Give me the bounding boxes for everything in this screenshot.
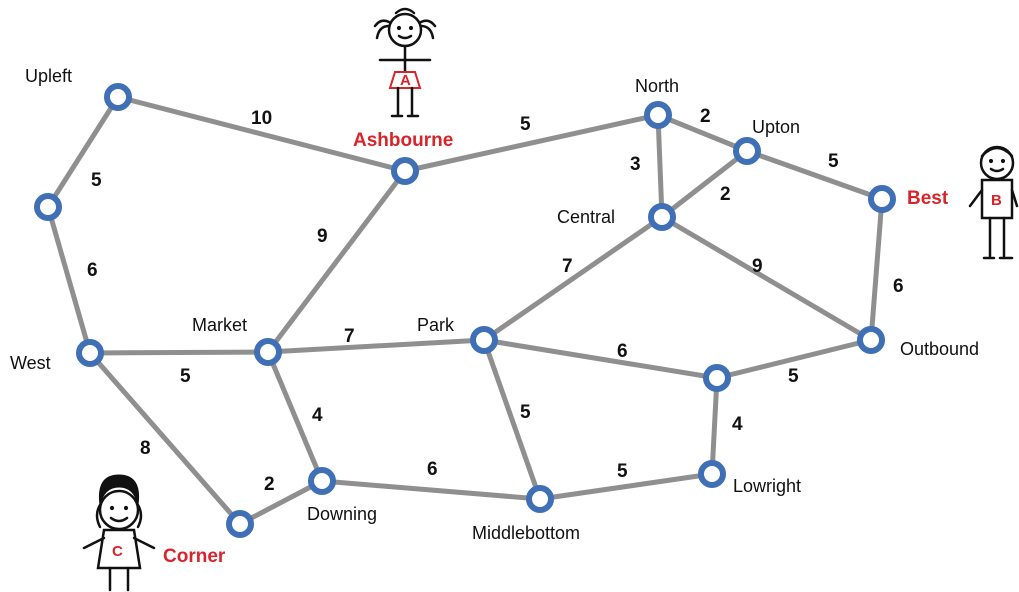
nodes-layer (34, 83, 896, 538)
edge-weight-upton-best: 5 (828, 151, 839, 172)
edge-weight-market-park: 7 (344, 326, 355, 347)
edge-upton-best (744, 148, 885, 202)
edge-weight-middlebottom-lowright: 5 (617, 461, 628, 482)
edge-rightmid-lowright (709, 375, 720, 477)
girl-a-figure: A (373, 7, 437, 118)
edge-upton-central (659, 148, 750, 220)
edge-weight-upleft-ashbourne: 10 (251, 108, 272, 129)
node-label-corner: Corner (163, 546, 226, 567)
edge-weight-ashbourne-north: 5 (520, 114, 531, 135)
node-label-west: West (10, 353, 51, 373)
edge-weight-upleft-leftmid: 5 (91, 170, 102, 191)
edge-weight-corner-downing: 2 (264, 474, 275, 495)
node-label-upleft: Upleft (25, 66, 72, 86)
node-park (470, 326, 498, 354)
node-leftmid (34, 193, 62, 221)
edge-corner-downing (237, 478, 325, 527)
edge-upleft-leftmid (45, 94, 121, 210)
node-corner (226, 510, 254, 538)
node-label-market: Market (192, 315, 247, 335)
edge-weight-north-upton: 2 (700, 106, 711, 127)
node-ashbourne (391, 157, 419, 185)
node-upleft (104, 83, 132, 111)
edge-weight-market-downing: 4 (312, 405, 323, 426)
node-central (648, 203, 676, 231)
edge-market-park (265, 337, 487, 355)
node-north (644, 101, 672, 129)
edge-ashbourne-north (402, 112, 661, 174)
edge-downing-middlebottom (319, 478, 543, 502)
edge-west-corner (87, 350, 243, 527)
edge-weight-rightmid-lowright: 4 (732, 414, 743, 435)
edge-weight-downing-middlebottom: 6 (427, 459, 438, 480)
edge-weight-park-rightmid: 6 (617, 341, 628, 362)
node-label-middlebottom: Middlebottom (472, 523, 580, 543)
node-label-lowright: Lowright (733, 476, 801, 496)
edge-middlebottom-lowright (537, 471, 715, 502)
edge-leftmid-west (45, 204, 93, 356)
node-downing (308, 467, 336, 495)
edge-west-market (87, 349, 271, 356)
edge-ashbourne-market (265, 168, 408, 355)
edge-weight-rightmid-outbound: 5 (788, 366, 799, 387)
node-label-ashbourne: Ashbourne (353, 130, 453, 151)
node-middlebottom (526, 485, 554, 513)
edge-weight-central-outbound: 9 (752, 256, 763, 277)
girl-a-letter: A (400, 72, 411, 89)
girl-c-figure: C (82, 474, 156, 592)
edge-park-rightmid (481, 337, 720, 381)
edge-weight-best-outbound: 6 (893, 276, 904, 297)
node-label-upton: Upton (752, 117, 800, 137)
edge-best-outbound (868, 196, 885, 343)
edge-central-outbound (659, 214, 874, 343)
edge-weight-ashbourne-market: 9 (317, 226, 328, 247)
edge-weights-layer: 10 5 5 2 3 2 5 9 7 9 6 6 5 7 6 5 8 4 2 6 5 5 4 (87, 106, 904, 495)
edge-market-downing (265, 349, 325, 484)
edge-north-upton (655, 112, 750, 154)
node-market (254, 338, 282, 366)
edge-weight-leftmid-west: 6 (87, 260, 98, 281)
boy-b-letter: B (991, 192, 1002, 209)
edge-weight-west-market: 5 (180, 366, 191, 387)
edge-north-central (655, 112, 665, 220)
node-label-best: Best (907, 188, 949, 209)
edge-upleft-ashbourne (115, 94, 408, 174)
node-upton (733, 137, 761, 165)
edges-layer (45, 94, 885, 527)
edge-weight-upton-central: 2 (720, 184, 731, 205)
node-west (76, 339, 104, 367)
boy-b-figure: B (968, 145, 1019, 260)
node-rightmid (703, 364, 731, 392)
node-outbound (857, 326, 885, 354)
edge-weight-north-central: 3 (630, 154, 641, 175)
node-label-park: Park (417, 315, 455, 335)
node-label-north: North (635, 76, 679, 96)
girl-c-letter: C (112, 543, 123, 560)
node-best (868, 185, 896, 213)
edge-weight-park-middlebottom: 5 (520, 402, 531, 423)
edge-park-middlebottom (481, 337, 543, 502)
edge-rightmid-outbound (714, 337, 874, 381)
edge-weight-west-corner: 8 (140, 438, 151, 459)
node-lowright (698, 460, 726, 488)
node-label-outbound: Outbound (900, 339, 979, 359)
node-label-downing: Downing (307, 504, 377, 524)
edge-weight-central-park: 7 (562, 256, 573, 277)
edge-central-park (481, 214, 665, 343)
node-label-central: Central (557, 207, 615, 227)
